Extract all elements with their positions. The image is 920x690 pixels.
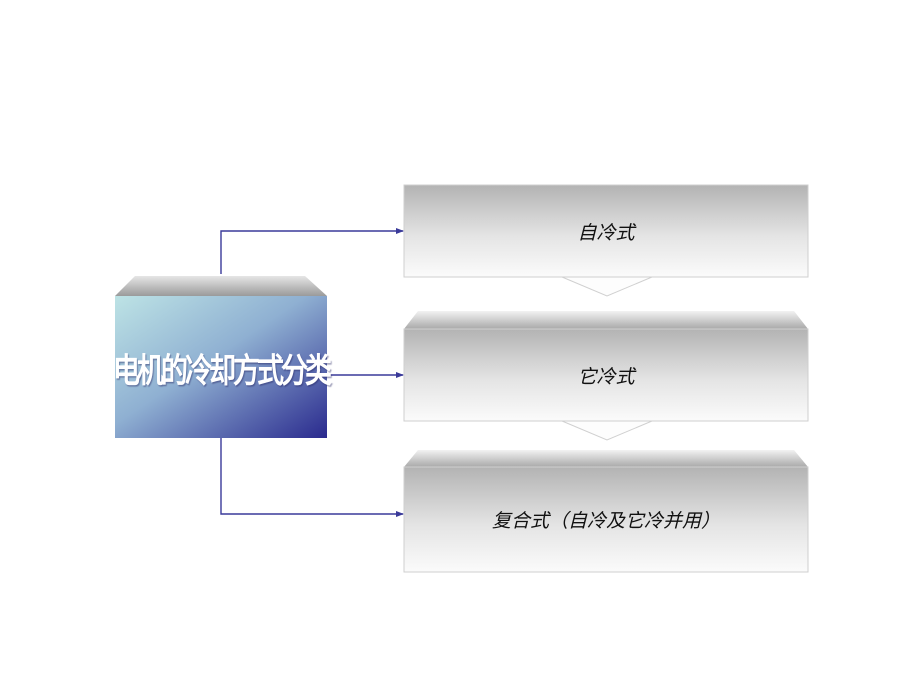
chevron-down-icon <box>561 276 653 297</box>
connector-arrow-3 <box>220 438 404 517</box>
item-label-self-cooling: 自冷式 <box>577 221 635 244</box>
main-category-title: 电机的冷却方式分类 <box>113 351 332 391</box>
category-box-self-cooling <box>403 184 809 297</box>
connectors <box>220 228 404 517</box>
main-box-body <box>115 296 327 438</box>
item-label-combined-cooling: 复合式（自冷及它冷并用） <box>491 510 720 532</box>
main-box-bevel <box>115 276 327 296</box>
item-label-external-cooling: 它冷式 <box>577 365 635 388</box>
main-category-box <box>115 276 327 438</box>
chevron-down-icon <box>561 420 653 441</box>
connector-arrow-1 <box>220 228 404 274</box>
category-box-external-cooling <box>403 311 809 441</box>
category-box-combined-cooling <box>403 450 809 573</box>
